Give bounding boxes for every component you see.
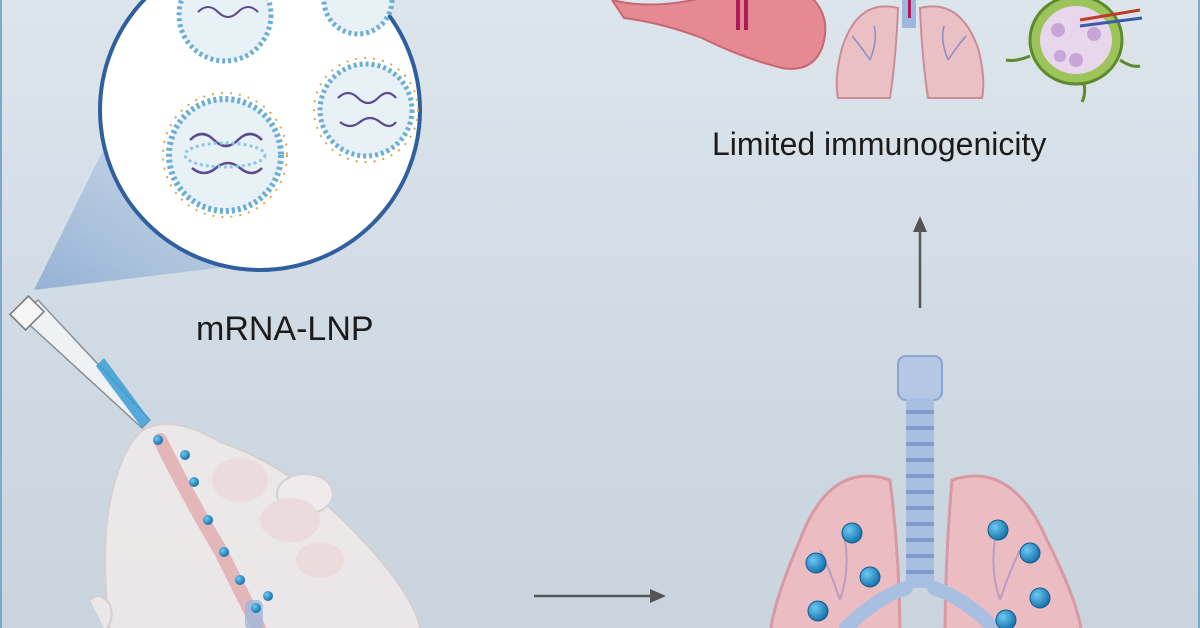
nanoparticle-2 <box>321 0 395 37</box>
lungs-icon <box>769 355 1083 628</box>
lipid-nanoparticle-icon <box>98 0 422 272</box>
lungs-small-icon <box>835 0 985 99</box>
nanoparticle-1 <box>176 0 274 64</box>
muscle-tissue-icon <box>610 0 827 70</box>
limited-immunogenicity-label: Limited immunogenicity <box>712 126 1047 162</box>
mouse-particles <box>153 435 273 613</box>
nanoparticle-4 <box>313 57 419 163</box>
mrna-lnp-label: mRNA-LNP <box>196 310 374 348</box>
lymph-node-icon <box>1005 0 1143 103</box>
frame-left-edge <box>0 0 2 628</box>
frame-right-edge <box>1198 0 1200 628</box>
pipette-icon <box>8 294 152 430</box>
arrow-right-icon <box>534 589 666 603</box>
mouse-icon <box>89 423 421 628</box>
nanoparticle-3 <box>162 92 288 218</box>
arrow-up-icon <box>913 216 927 308</box>
